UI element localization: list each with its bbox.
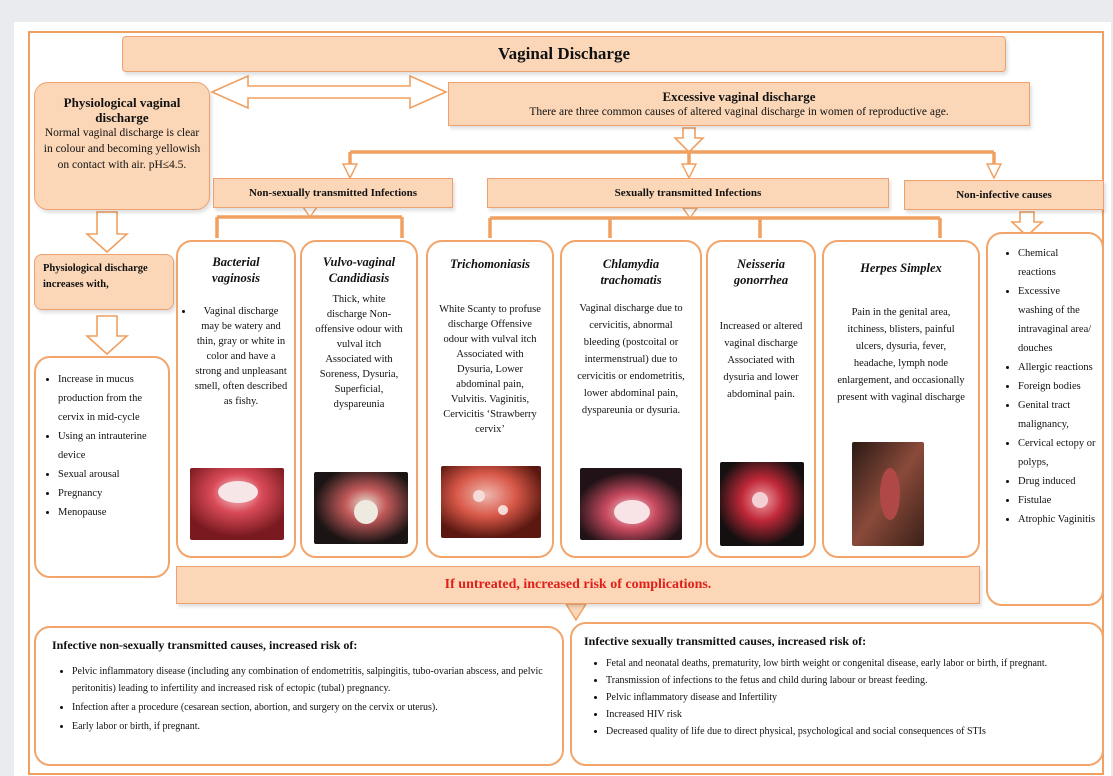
category-sti: Sexually transmitted Infections xyxy=(487,178,889,208)
warning-bar: If untreated, increased risk of complica… xyxy=(176,566,980,604)
warning-text: If untreated, increased risk of complica… xyxy=(177,567,979,603)
list-item: Increase in mucus production from the ce… xyxy=(58,370,160,427)
category-non-sti-label: Non-sexually transmitted Infections xyxy=(249,187,417,199)
sti-risks-box: Infective sexually transmitted causes, i… xyxy=(570,622,1104,766)
excessive-box: Excessive vaginal discharge There are th… xyxy=(448,82,1030,126)
list-item: Vaginal discharge may be watery and thin… xyxy=(194,304,288,409)
category-non-sti: Non-sexually transmitted Infections xyxy=(213,178,453,208)
list-item: Drug induced xyxy=(1018,472,1096,491)
card-chlamydia: Chlamydia trachomatis Vaginal discharge … xyxy=(560,240,702,558)
card-title: Trichomoniasis xyxy=(434,256,546,272)
card-title: Bacterial vaginosis xyxy=(192,254,280,286)
increases-box: Physiological discharge increases with, xyxy=(34,254,174,310)
list-item: Atrophic Vaginitis xyxy=(1018,510,1096,529)
increases-title: Physiological discharge increases with, xyxy=(35,255,173,299)
list-item: Decreased quality of life due to direct … xyxy=(606,725,1092,738)
list-item: Allergic reactions xyxy=(1018,358,1096,377)
card-title: Chlamydia trachomatis xyxy=(592,256,670,288)
list-item: Fetal and neonatal deaths, prematurity, … xyxy=(606,657,1092,670)
card-title: Vulvo-vaginal Candidiasis xyxy=(312,254,406,286)
list-item: Excessive washing of the intravaginal ar… xyxy=(1018,282,1096,358)
list-item: Genital tract malignancy, xyxy=(1018,396,1096,434)
clinical-photo xyxy=(441,466,541,538)
card-gonorrhea: Neisseria gonorrhea Increased or altered… xyxy=(706,240,816,558)
down-arrow xyxy=(566,604,586,620)
list-item: Menopause xyxy=(58,503,160,522)
card-text: Vaginal discharge due to cervicitis, abn… xyxy=(562,300,700,419)
category-non-infective-label: Non-infective causes xyxy=(956,189,1052,201)
card-list: Vaginal discharge may be watery and thin… xyxy=(178,304,294,409)
list-item: Sexual arousal xyxy=(58,465,160,484)
down-arrow xyxy=(675,128,703,152)
clinical-photo xyxy=(314,472,408,544)
card-title: Neisseria gonorrhea xyxy=(728,256,794,288)
increases-list-box: Increase in mucus production from the ce… xyxy=(34,356,170,578)
list-item: Pelvic inflammatory disease and Infertil… xyxy=(606,691,1092,704)
page-title-bar: Vaginal Discharge xyxy=(122,36,1006,72)
physiological-title: Physiological vaginal discharge xyxy=(35,95,209,125)
clinical-photo xyxy=(190,468,284,540)
clinical-photo xyxy=(720,462,804,546)
list-item: Foreign bodies xyxy=(1018,377,1096,396)
list-item: Infection after a procedure (cesarean se… xyxy=(72,699,550,716)
excessive-subtitle: There are three common causes of altered… xyxy=(449,104,1029,120)
double-arrow xyxy=(212,76,446,108)
increases-list: Increase in mucus production from the ce… xyxy=(36,370,168,522)
card-title: Herpes Simplex xyxy=(834,260,968,276)
down-arrow xyxy=(87,212,127,252)
category-non-infective: Non-infective causes xyxy=(904,180,1104,210)
card-candidiasis: Vulvo-vaginal Candidiasis Thick, white d… xyxy=(300,240,418,558)
page-title: Vaginal Discharge xyxy=(123,37,1005,71)
list-item: Early labor or birth, if pregnant. xyxy=(72,718,550,735)
list-item: Increased HIV risk xyxy=(606,708,1092,721)
list-item: Using an intrauterine device xyxy=(58,427,160,465)
card-bacterial-vaginosis: Bacterial vaginosis Vaginal discharge ma… xyxy=(176,240,296,558)
list-item: Cervical ectopy or polyps, xyxy=(1018,434,1096,472)
sti-risks-title: Infective sexually transmitted causes, i… xyxy=(584,634,1102,649)
card-text: White Scanty to profuse discharge Offens… xyxy=(428,302,552,437)
non-sti-risks-box: Infective non-sexually transmitted cause… xyxy=(34,626,564,766)
sti-risks-list: Fetal and neonatal deaths, prematurity, … xyxy=(572,657,1102,738)
card-text: Increased or altered vaginal discharge A… xyxy=(708,318,814,403)
list-item: Pregnancy xyxy=(58,484,160,503)
non-sti-risks-title: Infective non-sexually transmitted cause… xyxy=(52,638,562,653)
down-arrow xyxy=(87,316,127,354)
excessive-title: Excessive vaginal discharge xyxy=(449,89,1029,104)
non-infective-list-box: Chemical reactions Excessive washing of … xyxy=(986,232,1104,606)
non-infective-list: Chemical reactions Excessive washing of … xyxy=(988,244,1102,529)
non-sti-risks-list: Pelvic inflammatory disease (including a… xyxy=(36,663,562,735)
clinical-photo xyxy=(852,442,924,546)
card-trichomoniasis: Trichomoniasis White Scanty to profuse d… xyxy=(426,240,554,558)
list-item: Pelvic inflammatory disease (including a… xyxy=(72,663,550,697)
card-herpes: Herpes Simplex Pain in the genital area,… xyxy=(822,240,980,558)
category-sti-label: Sexually transmitted Infections xyxy=(615,187,762,199)
list-item: Fistulae xyxy=(1018,491,1096,510)
clinical-photo xyxy=(580,468,682,540)
list-item: Chemical reactions xyxy=(1018,244,1096,282)
card-text: Pain in the genital area, itchiness, bli… xyxy=(824,304,978,406)
list-item: Transmission of infections to the fetus … xyxy=(606,674,1092,687)
physiological-box: Physiological vaginal discharge Normal v… xyxy=(34,82,210,210)
physiological-text: Normal vaginal discharge is clear in col… xyxy=(35,125,209,173)
card-text: Thick, white discharge Non-offensive odo… xyxy=(302,292,416,412)
